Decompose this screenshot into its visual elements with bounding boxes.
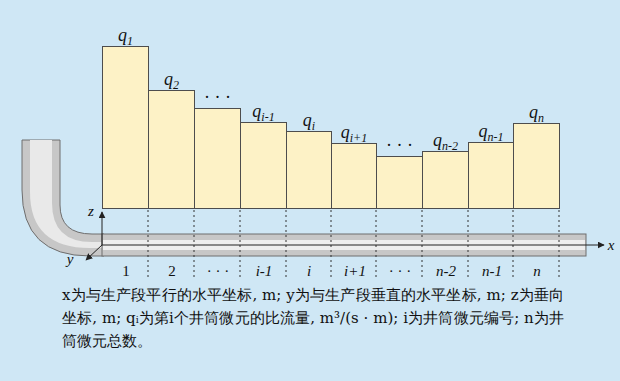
segment-number: 2 [167, 264, 177, 279]
x-axis [102, 245, 604, 246]
segment-number: n [532, 264, 542, 279]
flow-rate-label: qn-2 [433, 131, 458, 149]
flow-rate-label: qi [303, 111, 315, 129]
flow-bar: qn-2 [422, 151, 469, 209]
flow-rate-label: q2 [164, 70, 179, 88]
flow-bar: qi-1 [240, 122, 287, 209]
flow-rate-label: qi-1 [252, 102, 274, 120]
well-bend-inner [30, 140, 104, 248]
flow-bar: qi+1 [331, 143, 377, 209]
segment-number: i [306, 264, 312, 279]
segment-number: i-1 [255, 264, 274, 279]
flow-bar: qn [513, 123, 560, 209]
y-axis [86, 245, 102, 260]
flow-rate-label: · · · [204, 88, 231, 106]
flow-rate-label: qn-1 [479, 122, 504, 140]
flow-bar: q2 [148, 90, 195, 209]
well-bend [22, 140, 104, 256]
segment-number: i+1 [343, 264, 367, 279]
segment-number: · · · [388, 264, 413, 279]
figure-caption: x为与生产段平行的水平坐标, m; y为与生产段垂直的水平坐标, m; z为垂向… [62, 284, 564, 353]
flow-rate-label: qi+1 [341, 123, 367, 141]
flow-bar: qn-1 [468, 142, 514, 209]
flow-bar: · · · [376, 156, 423, 209]
flow-rate-label: qn [529, 103, 544, 121]
segment-number: 1 [121, 264, 131, 279]
axis-label: y [67, 252, 74, 267]
segment-number: n-1 [481, 264, 503, 279]
z-axis [102, 212, 103, 245]
flow-rate-label: · · · [386, 136, 413, 154]
axis-label: z [88, 204, 94, 219]
flow-bar: · · · [194, 108, 241, 209]
flow-bar: q1 [102, 46, 149, 209]
segment-number: · · · [206, 264, 231, 279]
flow-rate-label: q1 [118, 26, 133, 44]
flow-bar: qi [286, 131, 332, 209]
segment-number: n-2 [435, 264, 457, 279]
axis-label: x [608, 238, 615, 253]
